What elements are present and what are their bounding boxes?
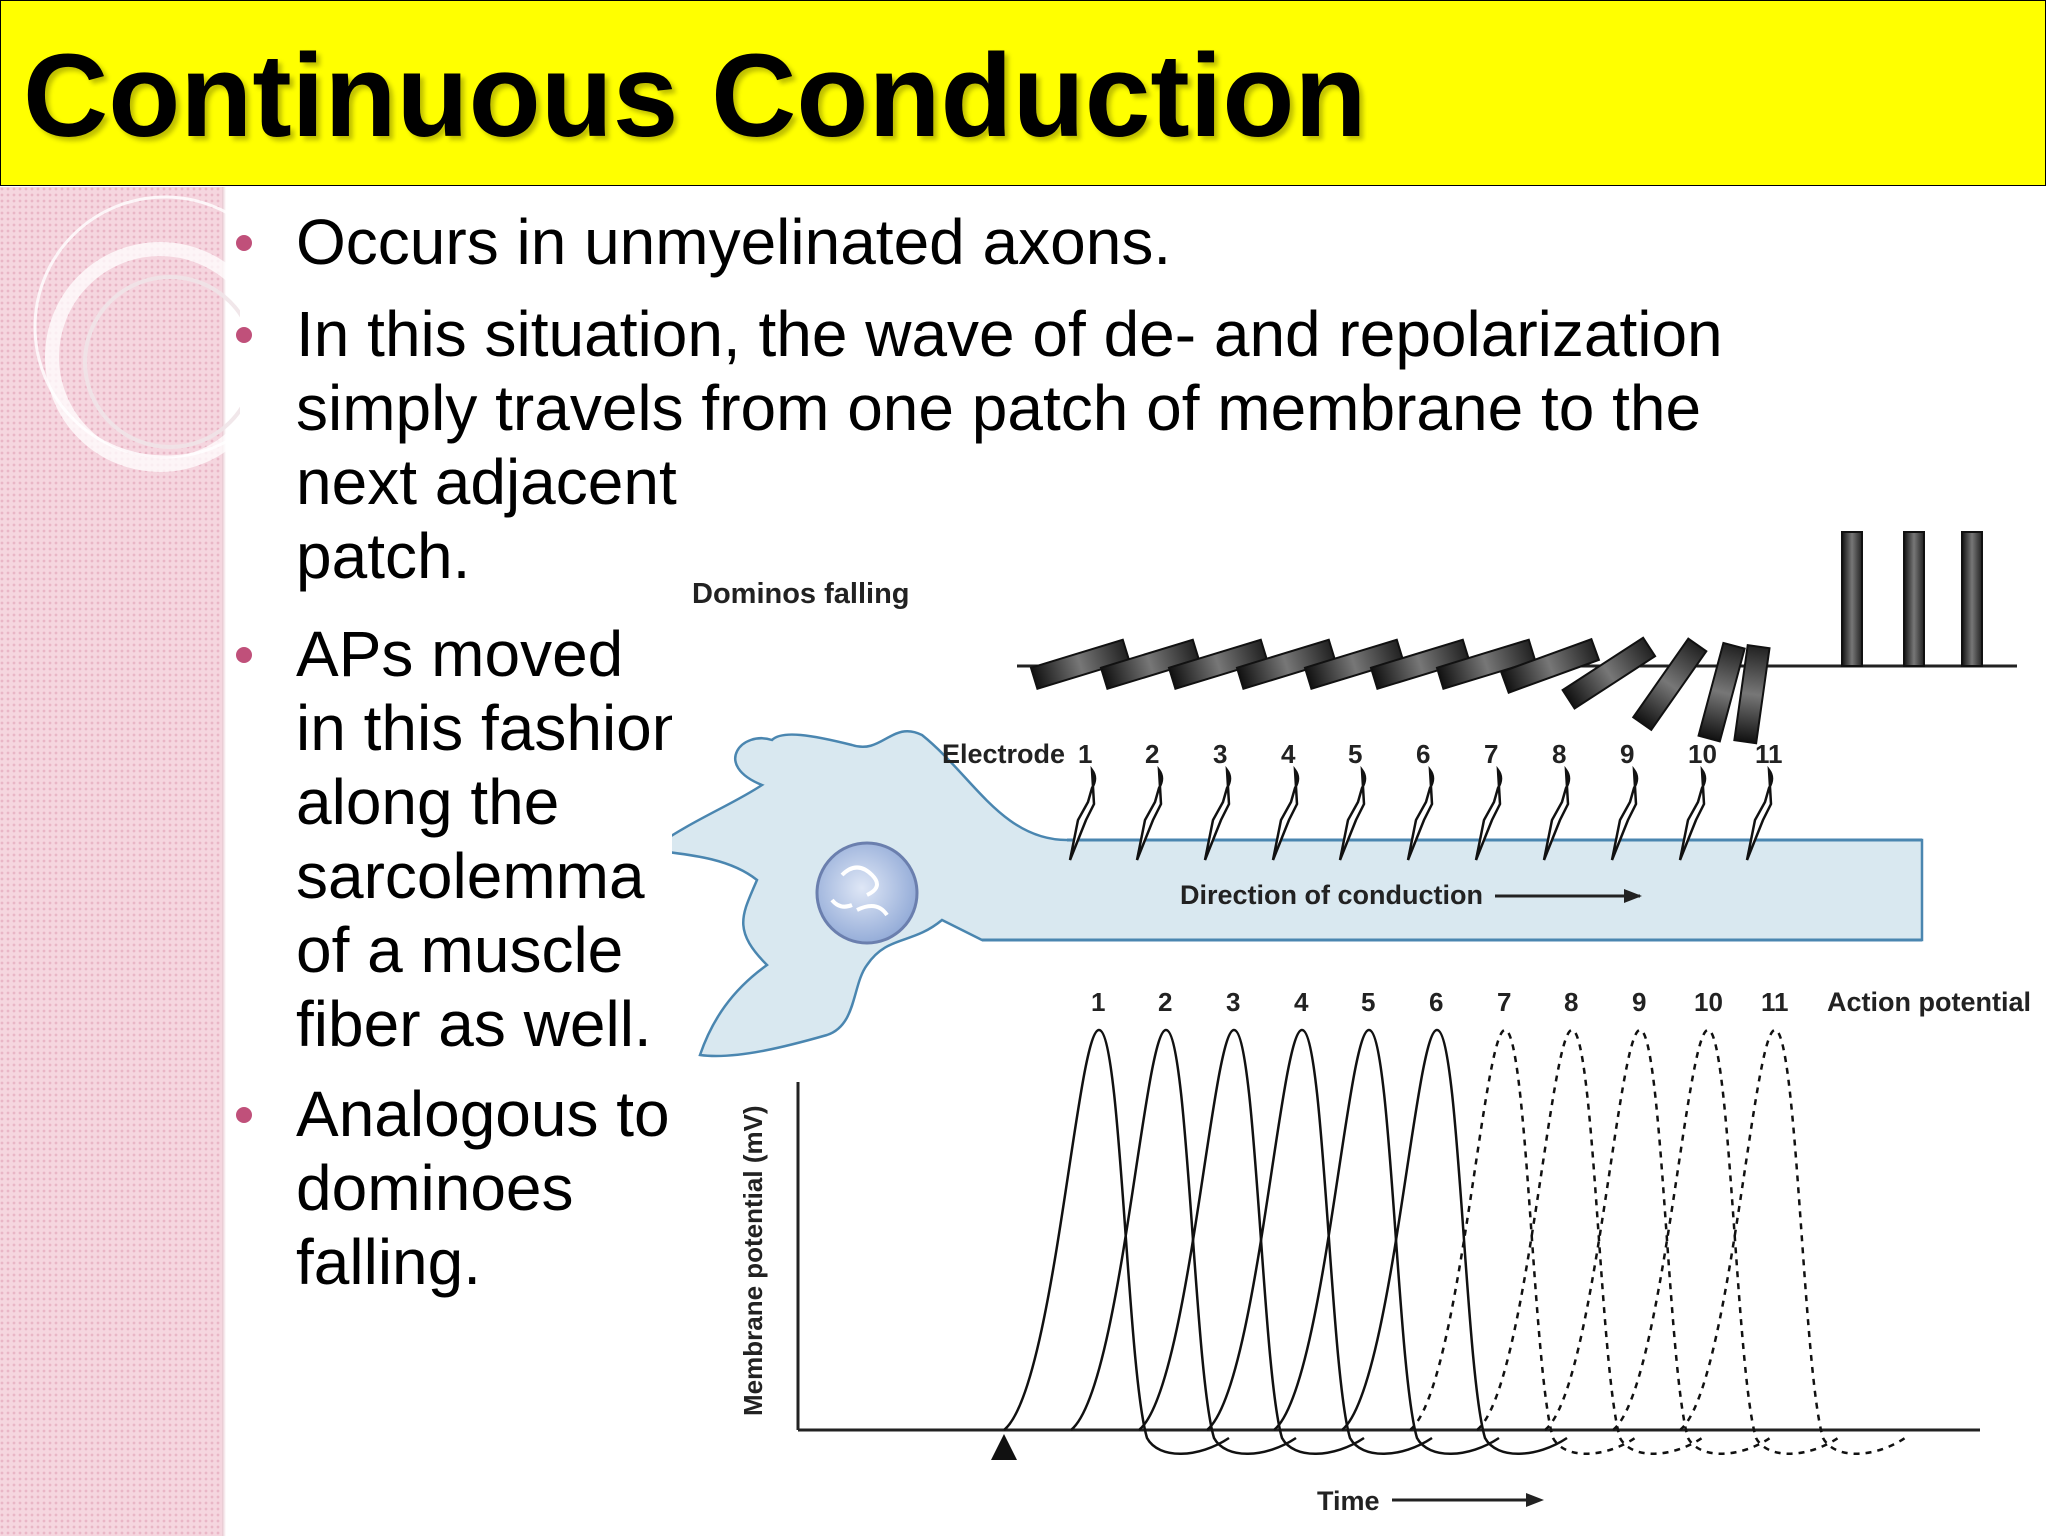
electrode-probe <box>1271 765 1300 861</box>
ap-number: 7 <box>1497 987 1511 1017</box>
electrodes-group: 1 2 3 4 5 6 7 8 9 10 11 <box>1068 739 1783 861</box>
ap-trace-dashed <box>1544 1028 1771 1455</box>
ap-traces-group <box>1003 1028 1906 1455</box>
bullet-item: Analogous to dominoes falling. <box>232 1077 670 1299</box>
electrode-number: 3 <box>1213 739 1227 769</box>
ap-number: 10 <box>1694 987 1723 1017</box>
domino-fallen <box>1369 638 1471 691</box>
electrode-number: 7 <box>1484 739 1498 769</box>
y-axis-label: Membrane potential (mV) <box>738 1105 768 1416</box>
ap-trace-solid <box>1070 1028 1297 1455</box>
decorative-side-band <box>0 187 225 1536</box>
electrode-number: 2 <box>1145 739 1159 769</box>
decorative-rings <box>33 195 240 472</box>
electrode-probe <box>1068 765 1097 861</box>
ap-number: 5 <box>1361 987 1375 1017</box>
ap-trace-dashed <box>1476 1028 1703 1455</box>
ap-number: 8 <box>1564 987 1578 1017</box>
electrode-number: 6 <box>1416 739 1430 769</box>
ap-numbers-group: 1 2 3 4 5 6 7 8 9 10 11 <box>1091 987 1789 1017</box>
bullet-text: In this situation, the wave of de- and r… <box>296 298 1723 592</box>
domino-fallen <box>1631 637 1708 732</box>
direction-label: Direction of conduction <box>1180 880 1483 910</box>
electrode-probe <box>1338 765 1367 861</box>
bullet-dot <box>236 327 252 343</box>
ap-number: 3 <box>1226 987 1240 1017</box>
electrode-label: Electrode <box>942 739 1065 769</box>
domino-fallen <box>1499 637 1601 694</box>
ap-trace-dashed <box>1409 1028 1636 1455</box>
electrode-number: 1 <box>1078 739 1092 769</box>
electrode-number: 9 <box>1620 739 1634 769</box>
x-axis-label: Time <box>1317 1486 1380 1516</box>
bullet-dot <box>236 647 252 663</box>
electrode-probe <box>1745 765 1774 861</box>
bullet-dot <box>236 1107 252 1123</box>
electrode-probe <box>1135 765 1164 861</box>
domino-fallen <box>1303 638 1405 691</box>
ap-trace-solid <box>1273 1028 1500 1455</box>
electrode-number: 8 <box>1552 739 1566 769</box>
title-bar: Continuous Conduction <box>0 0 2046 186</box>
domino-standing <box>1961 531 1983 667</box>
bullet-item: In this situation, the wave of de- and r… <box>232 297 1723 593</box>
domino-fallen <box>1697 641 1746 743</box>
domino-fallen <box>1029 638 1131 691</box>
electrode-probe <box>1203 765 1232 861</box>
bullet-dot <box>236 235 252 251</box>
time-arrow-head <box>1526 1493 1544 1507</box>
ap-number: 2 <box>1158 987 1172 1017</box>
domino-standing <box>1903 531 1925 667</box>
electrode-number: 11 <box>1755 739 1783 769</box>
action-potential-label: Action potential <box>1827 987 2031 1017</box>
ap-number: 9 <box>1632 987 1646 1017</box>
bullet-text: Occurs in unmyelinated axons. <box>296 206 1172 278</box>
dominos-label: Dominos falling <box>692 578 910 610</box>
domino-fallen <box>1167 638 1269 691</box>
stimulus-marker <box>991 1434 1017 1460</box>
nucleus-texture <box>830 865 889 917</box>
domino-fallen <box>1561 636 1657 710</box>
neuron-cell-body <box>672 729 1924 1058</box>
bullet-item: Occurs in unmyelinated axons. <box>232 205 1171 279</box>
electrode-number: 4 <box>1281 739 1296 769</box>
electrode-probe <box>1474 765 1503 861</box>
ap-trace-dashed <box>1612 1028 1839 1455</box>
direction-arrow-head <box>1624 889 1642 903</box>
ap-number: 1 <box>1091 987 1105 1017</box>
ap-trace-solid <box>1341 1028 1568 1455</box>
bullet-text: APs moved in this fashion along the sarc… <box>296 618 688 1060</box>
electrode-probe <box>1610 765 1639 861</box>
domino-fallen <box>1733 643 1771 745</box>
domino-fallen <box>1435 638 1537 691</box>
ap-number: 11 <box>1761 987 1789 1017</box>
ap-number: 4 <box>1294 987 1309 1017</box>
side-band-edge <box>222 187 226 1536</box>
electrode-number: 5 <box>1348 739 1362 769</box>
ap-trace-solid <box>1003 1028 1230 1455</box>
ap-trace-dashed <box>1679 1028 1906 1455</box>
electrode-probe <box>1542 765 1571 861</box>
ap-trace-solid <box>1138 1028 1365 1455</box>
electrode-probe <box>1678 765 1707 861</box>
slide-title: Continuous Conduction <box>23 30 1367 162</box>
electrode-number: 10 <box>1688 739 1717 769</box>
domino-fallen <box>1099 638 1201 691</box>
bullet-text: Analogous to dominoes falling. <box>296 1078 670 1298</box>
electrode-probe <box>1406 765 1435 861</box>
domino-fallen <box>1235 638 1337 691</box>
bullet-item: APs moved in this fashion along the sarc… <box>232 617 687 1061</box>
dominos-group <box>1029 531 1983 745</box>
ap-trace-solid <box>1206 1028 1433 1455</box>
domino-standing <box>1841 531 1863 667</box>
ap-number: 6 <box>1429 987 1443 1017</box>
